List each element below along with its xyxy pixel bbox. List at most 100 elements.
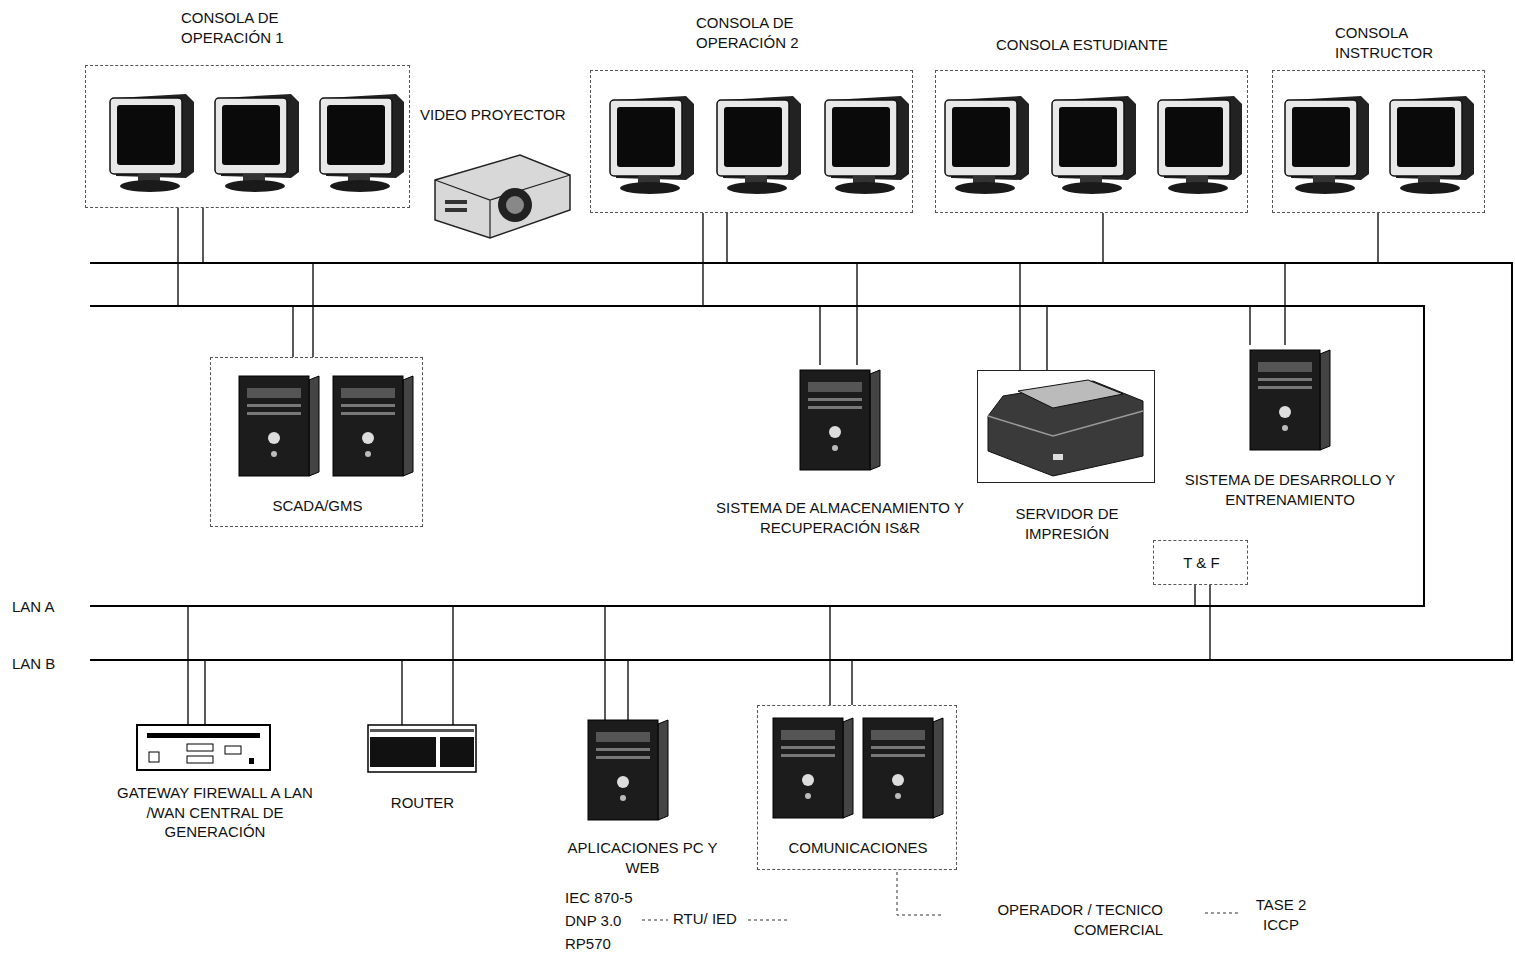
mon-icon	[717, 96, 801, 194]
proj-icon	[435, 155, 570, 238]
gateway-firewall: GATEWAY FIREWALL A LAN /WAN CENTRAL DE G…	[110, 725, 320, 855]
node-label: COMUNICACIONES	[758, 838, 958, 858]
icon-part	[239, 376, 309, 476]
node-label: T & F	[1154, 553, 1249, 573]
icon-part	[1400, 182, 1460, 194]
icon-part	[620, 795, 626, 801]
icon-part	[1018, 380, 1123, 408]
icon-part	[808, 406, 862, 409]
icon-part	[825, 100, 897, 176]
icon-part	[620, 182, 680, 194]
icon-part	[1250, 350, 1320, 450]
lan-drop	[604, 607, 605, 720]
lan-drop	[829, 607, 830, 705]
iccp-leader	[1205, 913, 1240, 914]
mon-icon	[1158, 96, 1242, 194]
icon-part	[1158, 100, 1230, 176]
lan-drop	[292, 305, 293, 357]
icon-part	[610, 100, 682, 176]
lan-drop	[856, 262, 857, 365]
tower-icon	[239, 376, 319, 476]
icon-part	[110, 98, 182, 174]
icon-part	[955, 182, 1015, 194]
icon-part	[368, 725, 476, 772]
icon-part	[802, 774, 814, 786]
icon-part	[137, 725, 270, 770]
icon-part	[149, 752, 159, 762]
tower-icon	[800, 370, 880, 470]
lan-drop	[1377, 213, 1378, 262]
mon-icon	[110, 94, 194, 192]
node-label: SERVIDOR DE IMPRESIÓN	[978, 504, 1156, 543]
icon-part	[1285, 100, 1357, 176]
icon-part	[1279, 406, 1291, 418]
icon-part	[871, 730, 925, 740]
icon-part	[249, 758, 254, 764]
lan-drop	[1046, 305, 1047, 370]
icon-part	[1320, 350, 1330, 450]
node-label: SISTEMA DE DESARROLLO Y ENTRENAMIENTO	[1170, 470, 1410, 509]
icon-part	[800, 370, 870, 470]
lan-bus: LAN B	[90, 262, 1513, 661]
icon-part	[808, 382, 862, 392]
icon-part	[617, 776, 629, 788]
icon-part	[365, 451, 371, 457]
icon-part	[435, 155, 570, 238]
icon-part	[362, 432, 374, 444]
icon-part	[870, 370, 880, 470]
device-name: RTU/ IED	[673, 909, 747, 929]
icon-part	[309, 376, 319, 476]
mon-icon	[945, 96, 1029, 194]
link-name: OPERADOR / TECNICO COMERCIAL	[948, 900, 1163, 939]
tower-icon	[1250, 350, 1330, 450]
storage-server: SISTEMA DE ALMACENAMIENTO Y RECUPERACIÓN…	[705, 365, 975, 550]
icon-part	[1165, 107, 1223, 167]
icon-part	[805, 793, 811, 799]
icon-part	[829, 426, 841, 438]
tower-icon	[863, 718, 943, 818]
lan-drop	[202, 208, 203, 262]
icon-layer	[936, 71, 1249, 214]
rtu-leader	[748, 920, 790, 921]
icon-part	[871, 746, 925, 749]
mon-icon	[1052, 96, 1136, 194]
icon-part	[895, 793, 901, 799]
icon-layer	[86, 66, 411, 209]
icon-part	[506, 196, 524, 214]
lan-drop	[312, 262, 313, 357]
lan-drop	[1019, 262, 1020, 370]
icon-part	[187, 744, 213, 751]
icon-part	[222, 105, 280, 165]
icon-part	[863, 718, 933, 818]
operator-console: CONSOLA DE OPERACIÓN 2	[590, 70, 913, 213]
icon-layer	[978, 371, 1156, 484]
lan-bus: LAN A	[90, 305, 1425, 607]
icon-part	[596, 756, 650, 759]
communication-servers: COMUNICACIONES	[757, 705, 957, 870]
icon-part	[1168, 182, 1228, 194]
mon-icon	[1285, 96, 1369, 194]
lan-drop	[1284, 262, 1285, 345]
icon-part	[1295, 182, 1355, 194]
icon-part	[440, 737, 474, 767]
lan-drop	[819, 305, 820, 365]
icon-part	[1258, 386, 1312, 389]
instructor-console: CONSOLA INSTRUCTOR	[1272, 70, 1485, 213]
icon-part	[871, 754, 925, 757]
icon-part	[727, 182, 787, 194]
lan-drop	[627, 661, 628, 720]
application-server: APLICACIONES PC Y WEB	[560, 720, 725, 885]
mon-icon	[215, 94, 299, 192]
mon-icon	[1390, 96, 1474, 194]
icon-part	[147, 733, 260, 738]
lan-drop	[401, 661, 402, 725]
node-label: CONSOLA ESTUDIANTE	[996, 35, 1246, 55]
lan-drop	[726, 213, 727, 262]
icon-part	[1390, 100, 1462, 176]
icon-part	[596, 748, 650, 751]
scada-servers: SCADA/GMS	[210, 357, 423, 527]
tower-icon	[773, 718, 853, 818]
icon-part	[773, 718, 843, 818]
lan-drop	[177, 208, 178, 305]
node-label: VIDEO PROYECTOR	[420, 105, 590, 125]
